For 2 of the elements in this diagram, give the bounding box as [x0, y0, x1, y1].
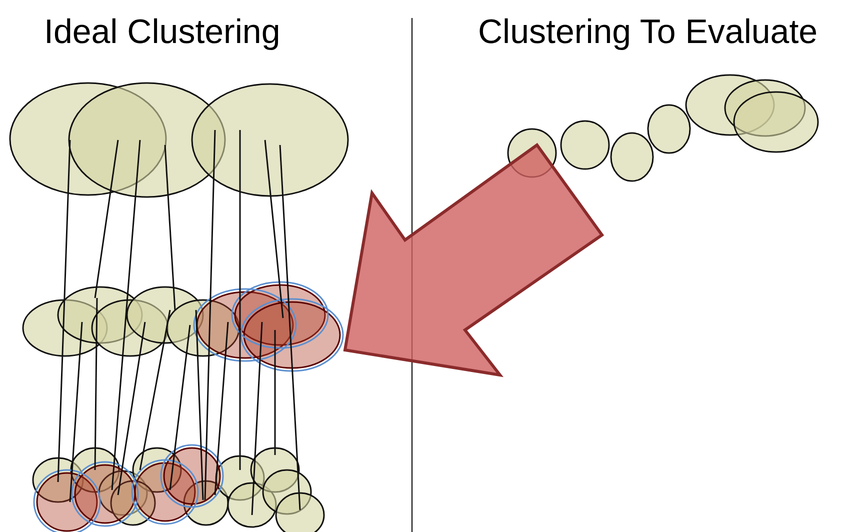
heading: Clustering To Evaluate [478, 12, 818, 53]
heading: Ideal Clustering [44, 12, 280, 53]
